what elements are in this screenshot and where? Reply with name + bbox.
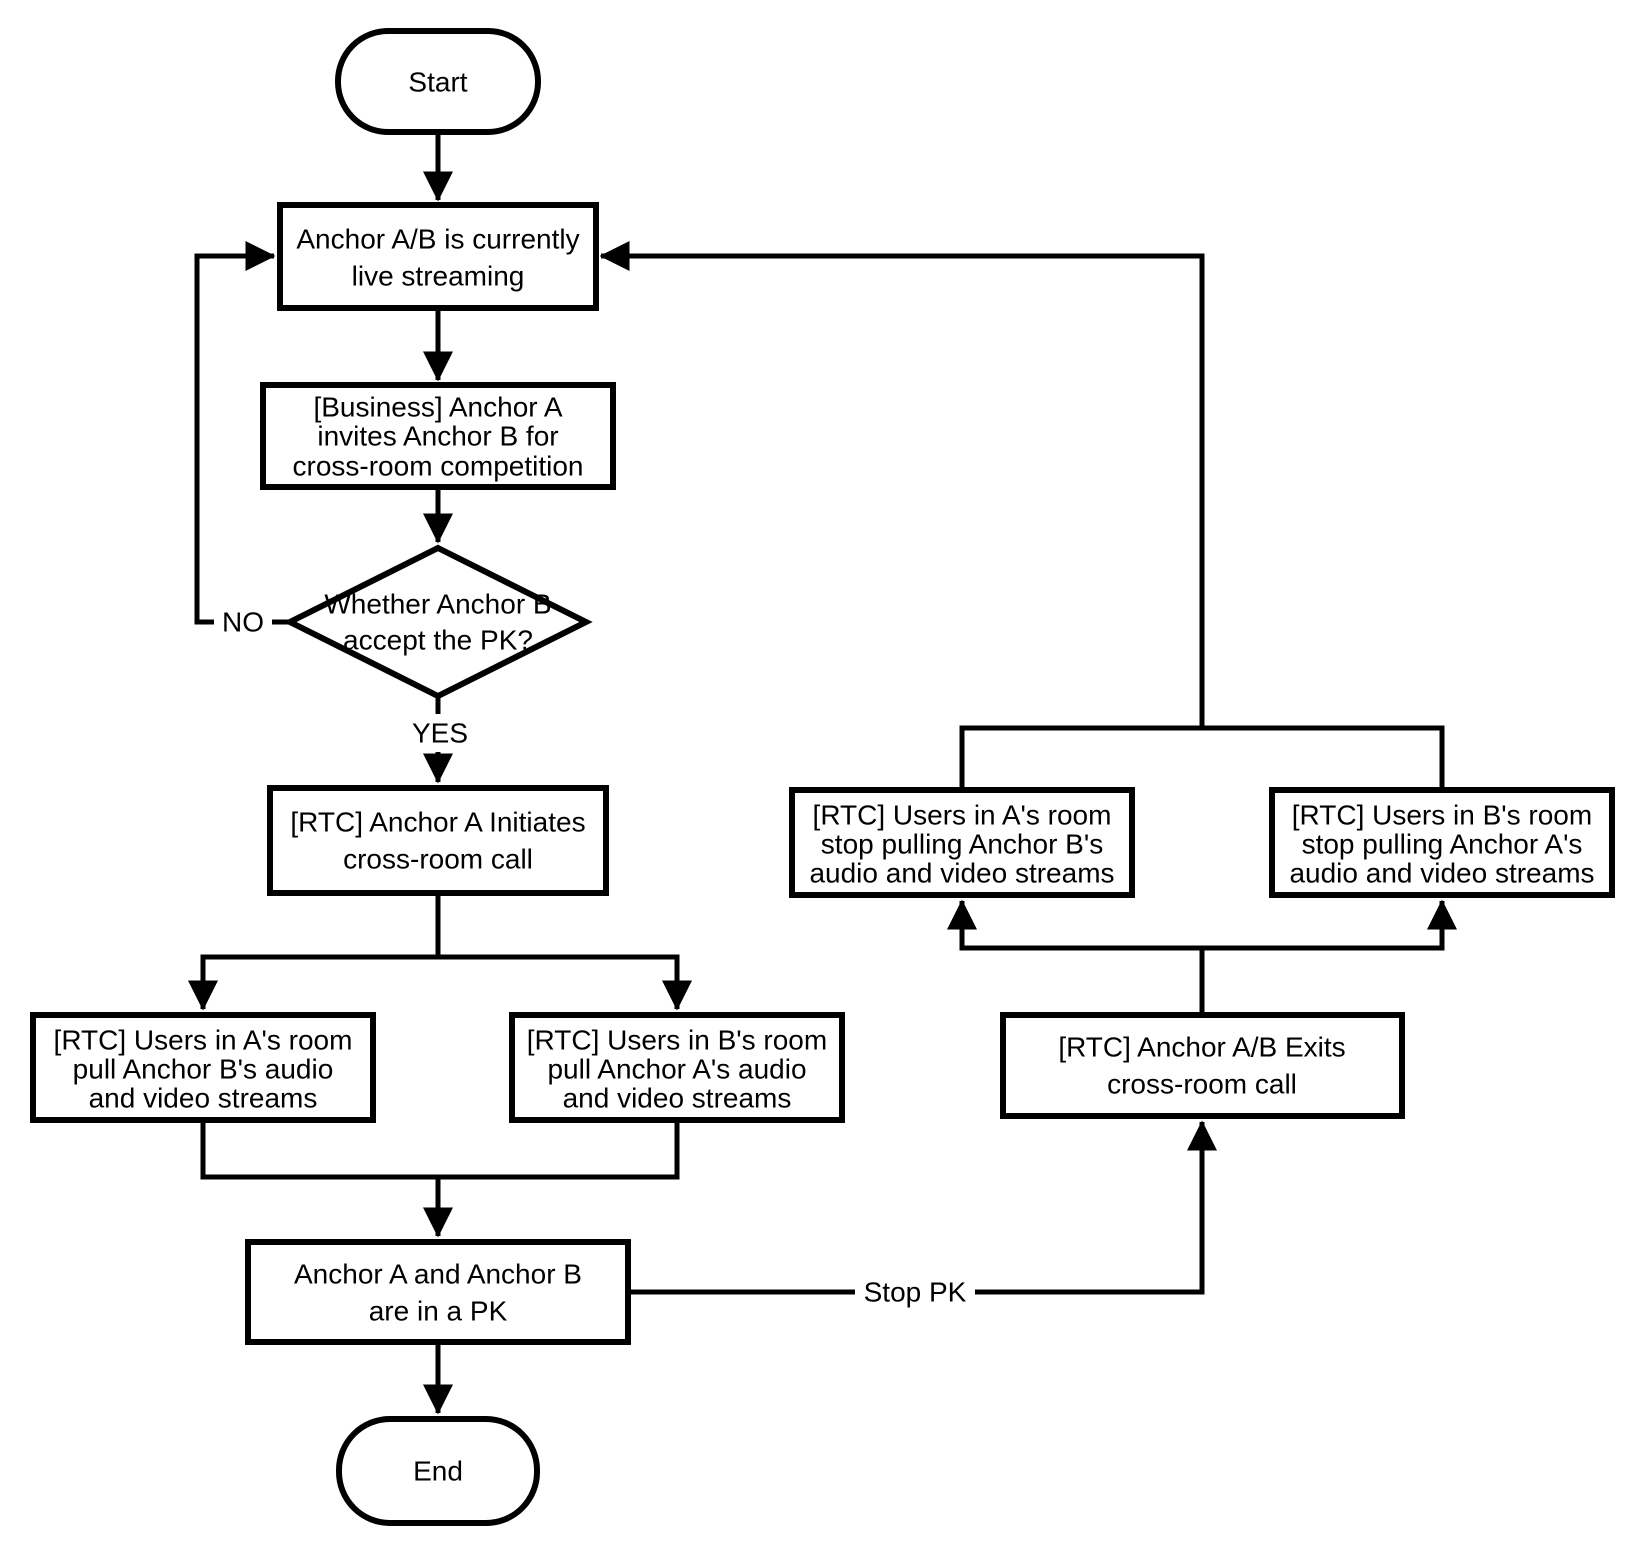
node-decision-accept-pk-shape [283, 544, 593, 700]
edge-label-no-bg [214, 603, 272, 641]
edge-stop-a-to-upper-merge [959, 725, 1202, 790]
edge-label-stop-pk-text: Stop PK [864, 1277, 967, 1308]
node-stop-pull-a-room-line2: stop pulling Anchor B's [821, 829, 1103, 860]
edge-pull-a-to-merge [200, 1120, 438, 1180]
node-start-shape [335, 28, 541, 135]
node-business-invite-line2: invites Anchor B for [317, 421, 558, 452]
node-in-pk-line1: Anchor A and Anchor B [294, 1259, 582, 1290]
node-decision-accept-pk-line1: Whether Anchor B [324, 589, 551, 620]
node-end-label: End [413, 1456, 463, 1487]
edge-exit-to-stop-b [1202, 899, 1457, 951]
edge-label-yes-bg [400, 714, 480, 752]
node-stop-pull-b-room-line3: audio and video streams [1289, 858, 1594, 889]
node-in-pk-shape [245, 1239, 631, 1345]
node-stop-pull-b-room-shape [1269, 787, 1615, 898]
node-pull-a-room-line2: pull Anchor B's audio [73, 1054, 334, 1085]
node-business-invite: [Business] Anchor A invites Anchor B for… [260, 382, 616, 490]
edge-pull-b-to-merge [438, 1120, 680, 1180]
edge-initiate-to-pull-b [438, 954, 692, 1011]
edge-exit-to-stop-a [947, 899, 1205, 1015]
node-pull-a-room-line1: [RTC] Users in A's room [54, 1025, 353, 1056]
edge-initiate-to-pull-a [188, 893, 441, 1011]
node-in-pk-line2: are in a PK [369, 1296, 508, 1327]
node-stop-pull-b-room: [RTC] Users in B's room stop pulling Anc… [1269, 787, 1615, 898]
node-exit-call-line2: cross-room call [1107, 1069, 1297, 1100]
node-end-shape [336, 1416, 540, 1526]
node-live-streaming-shape [277, 202, 599, 311]
node-exit-call-shape [1000, 1012, 1405, 1119]
node-stop-pull-b-room-line2: stop pulling Anchor A's [1302, 829, 1583, 860]
node-end: End [336, 1416, 540, 1526]
node-live-streaming: Anchor A/B is currently live streaming [277, 202, 599, 311]
edge-label-no-text: NO [222, 607, 264, 638]
node-business-invite-line3: cross-room competition [293, 451, 584, 482]
edge-pk-stoppk-to-exit [628, 1120, 1217, 1295]
node-initiate-call-line1: [RTC] Anchor A Initiates [290, 807, 585, 838]
edge-upper-merge-to-live [599, 241, 1205, 728]
node-exit-call-line1: [RTC] Anchor A/B Exits [1058, 1032, 1345, 1063]
node-decision-accept-pk-line2: accept the PK? [343, 625, 533, 656]
node-pull-b-room-line1: [RTC] Users in B's room [527, 1025, 827, 1056]
node-pull-a-room: [RTC] Users in A's room pull Anchor B's … [30, 1012, 376, 1123]
node-start: Start [335, 28, 541, 135]
node-pull-a-room-shape [30, 1012, 376, 1123]
node-in-pk: Anchor A and Anchor B are in a PK [245, 1239, 631, 1345]
node-exit-call: [RTC] Anchor A/B Exits cross-room call [1000, 1012, 1405, 1119]
edge-label-yes: YES [400, 714, 480, 752]
node-pull-a-room-line3: and video streams [89, 1083, 318, 1114]
node-initiate-call-shape [267, 785, 609, 896]
node-pull-b-room: [RTC] Users in B's room pull Anchor A's … [509, 1012, 845, 1123]
node-pull-b-room-line2: pull Anchor A's audio [547, 1054, 806, 1085]
node-start-label: Start [408, 67, 467, 98]
node-business-invite-line1: [Business] Anchor A [313, 392, 562, 423]
node-pull-b-room-shape [509, 1012, 845, 1123]
node-live-streaming-line1: Anchor A/B is currently [296, 224, 579, 255]
node-stop-pull-b-room-line1: [RTC] Users in B's room [1292, 800, 1592, 831]
edge-stop-b-to-upper-merge [1202, 725, 1445, 790]
node-business-invite-shape [260, 382, 616, 490]
node-stop-pull-a-room-line3: audio and video streams [809, 858, 1114, 889]
edge-label-yes-text: YES [412, 718, 468, 749]
node-initiate-call-line2: cross-room call [343, 844, 533, 875]
node-stop-pull-a-room-shape [789, 787, 1135, 898]
edge-label-no: NO [214, 603, 272, 641]
node-initiate-call: [RTC] Anchor A Initiates cross-room call [267, 785, 609, 896]
edge-label-stop-pk: Stop PK [855, 1273, 975, 1311]
edge-label-stop-pk-bg [855, 1273, 975, 1311]
node-live-streaming-line2: live streaming [352, 261, 525, 292]
node-decision-accept-pk: Whether Anchor B accept the PK? [283, 544, 593, 700]
node-stop-pull-a-room: [RTC] Users in A's room stop pulling Anc… [789, 787, 1135, 898]
node-pull-b-room-line3: and video streams [563, 1083, 792, 1114]
node-stop-pull-a-room-line1: [RTC] Users in A's room [813, 800, 1112, 831]
